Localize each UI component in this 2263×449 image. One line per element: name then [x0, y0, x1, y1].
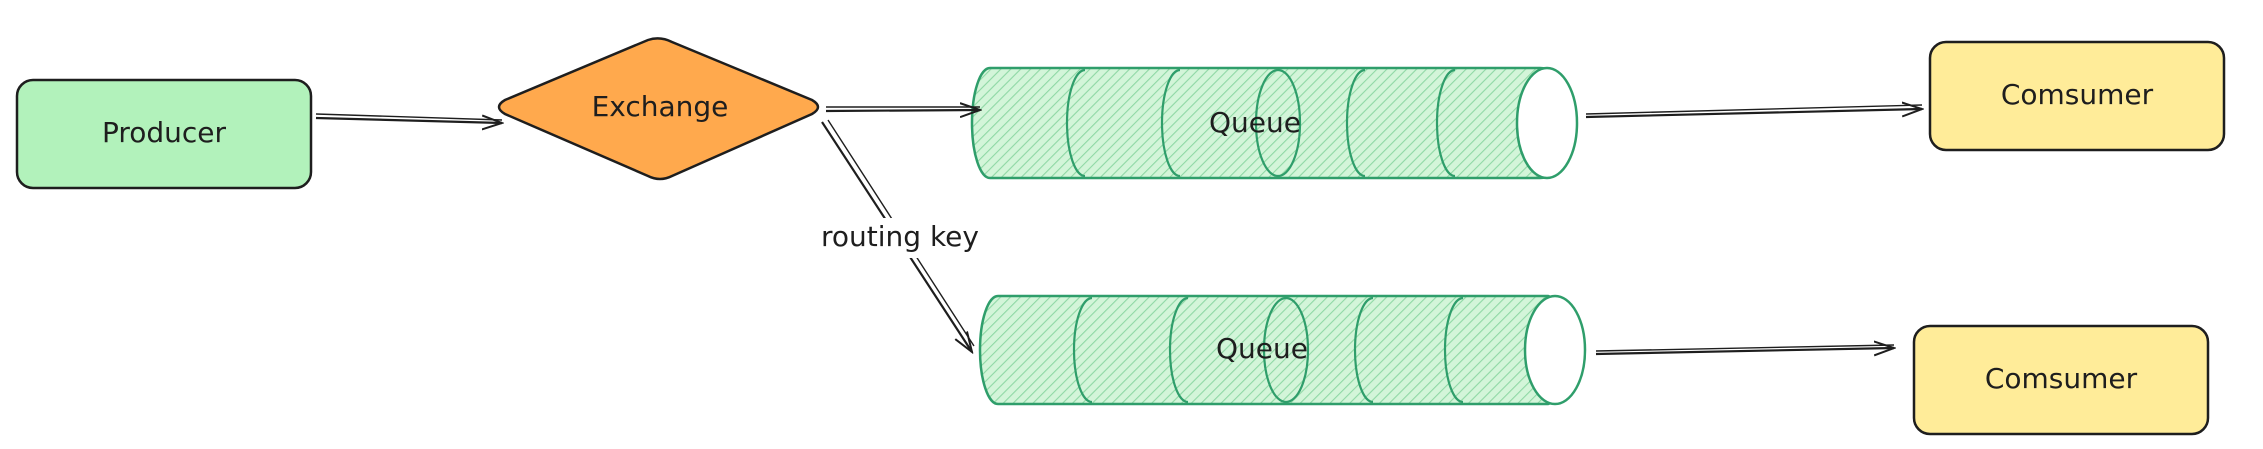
edge-queue-top-to-consumer [1585, 109, 1922, 119]
queue-bottom-segment [1072, 296, 1093, 404]
edge-exchange-to-queue-top [825, 110, 980, 111]
routing-key-label-bg [812, 218, 988, 258]
edge-producer-to-exchange-shadow [315, 113, 503, 121]
edge-queue-bottom-to-consumer [1595, 348, 1894, 354]
queue-top-segment [1277, 68, 1302, 178]
exchange-label: Exchange [592, 90, 729, 123]
consumer-bottom-box [1912, 324, 2210, 436]
queue-top-segment [1254, 68, 1279, 178]
queue-top-segment [1160, 68, 1181, 178]
producer-box [15, 78, 313, 190]
edge-producer-to-exchange [315, 118, 502, 123]
queue-bottom-segment [1168, 296, 1189, 404]
routing-key-label: routing key [821, 220, 979, 253]
edge-queue-top-to-consumer-shadow [1585, 104, 1923, 115]
queue-bottom-segment [1353, 296, 1374, 404]
queue-bottom-segment [1285, 296, 1310, 404]
consumer-top-node: Comsumer [1928, 40, 2226, 152]
queue-bottom-label: Queue [1216, 332, 1308, 365]
consumer-bottom-label: Comsumer [1985, 362, 2138, 395]
queue-top-segment [1435, 68, 1456, 178]
queue-top-end-cap [1515, 66, 1579, 180]
consumer-top-box [1928, 40, 2226, 152]
queue-bottom-node: Queue [978, 294, 1587, 406]
producer-label: Producer [102, 116, 227, 149]
consumer-top-label: Comsumer [2001, 78, 2154, 111]
producer-node: Producer [15, 78, 313, 190]
exchange-node: Exchange [497, 37, 820, 181]
queue-bottom-segment [1443, 296, 1464, 404]
edge-queue-bottom-to-consumer-shadow [1595, 344, 1895, 352]
queue-bottom-end-cap [1523, 294, 1587, 406]
queue-top-node: Queue [970, 66, 1579, 180]
queue-top-segment [1065, 68, 1086, 178]
queue-bottom-segment [1262, 296, 1287, 404]
consumer-bottom-node: Comsumer [1912, 324, 2210, 436]
queue-top-segment [1345, 68, 1366, 178]
exchange-diamond-shape [497, 37, 820, 181]
queue-top-label: Queue [1209, 106, 1301, 139]
